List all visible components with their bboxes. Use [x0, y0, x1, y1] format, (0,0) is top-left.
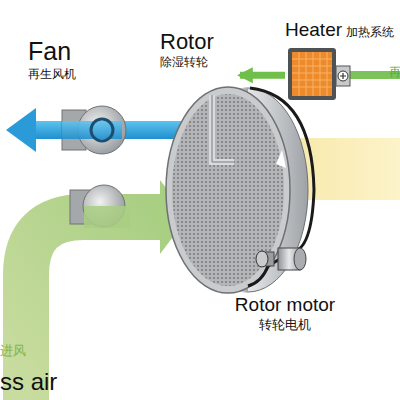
component-label-box: Fan 再生风机 — [28, 38, 132, 158]
heater-core — [292, 52, 332, 96]
heater-terminal-box — [336, 66, 350, 86]
heater-grid — [292, 52, 332, 96]
component-name: Rotor — [160, 30, 214, 54]
drive-belt — [248, 88, 314, 286]
rotor-face-rim — [166, 87, 290, 293]
rotor-seal-edge — [212, 95, 234, 162]
fan-inlet-ring — [91, 119, 113, 141]
component-name: Fan — [28, 38, 71, 66]
component-label-box: Rotor motor 转轮电机 — [215, 240, 355, 332]
rotation-arrow — [276, 150, 286, 168]
heater-frame — [288, 48, 336, 100]
rotor-seal-divider — [212, 95, 234, 162]
rotor-honeycomb — [172, 94, 284, 286]
component-name-chinese: 转轮电机 — [259, 318, 311, 332]
exhaust-arrowhead — [6, 108, 36, 152]
air-stream-label: ss air — [0, 369, 57, 395]
component-name: Rotor motor — [235, 295, 335, 316]
heater-terminal — [338, 71, 348, 81]
air-stream-label: 进风 — [0, 344, 26, 358]
component-name-chinese: 再生风机 — [28, 68, 76, 81]
component-label-box: Heater 加热系统 — [285, 20, 400, 105]
component-name: Heater — [285, 20, 342, 41]
process-air-through-fan — [84, 206, 130, 228]
airflow-arrow — [240, 72, 285, 79]
heater-plus-sign — [340, 73, 346, 79]
motor-end — [294, 248, 306, 270]
pulley-face — [256, 251, 268, 267]
component-name-chinese: 加热系统 — [346, 26, 394, 39]
component-name-chinese: 除湿转轮 — [160, 56, 208, 69]
component-label-box: Rotor 除湿转轮 — [160, 30, 240, 298]
air-stream-label: 再 — [389, 66, 400, 79]
